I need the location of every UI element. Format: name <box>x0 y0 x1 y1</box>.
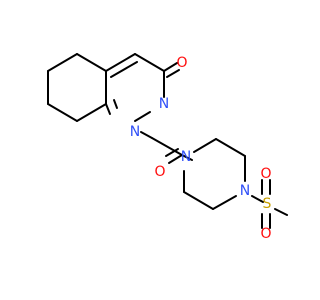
atom-o-carbonyl-ring: O <box>176 55 187 71</box>
atom-labels: O N N O N N S O O <box>130 55 272 242</box>
molecule-structure: O N N O N N S O O <box>47 53 288 242</box>
atom-n-piperazine-right: N <box>240 183 250 199</box>
atom-n-ring-lower: N <box>130 124 140 140</box>
atom-s-sulfonyl: S <box>263 196 272 212</box>
atom-n-ring-upper: N <box>159 96 169 112</box>
atom-o-amide: O <box>154 164 165 180</box>
atom-n-piperazine-left: N <box>181 149 191 165</box>
atom-o-sulfonyl-top: O <box>260 166 271 182</box>
atom-o-sulfonyl-bottom: O <box>260 226 271 242</box>
bond-lines <box>47 53 288 229</box>
